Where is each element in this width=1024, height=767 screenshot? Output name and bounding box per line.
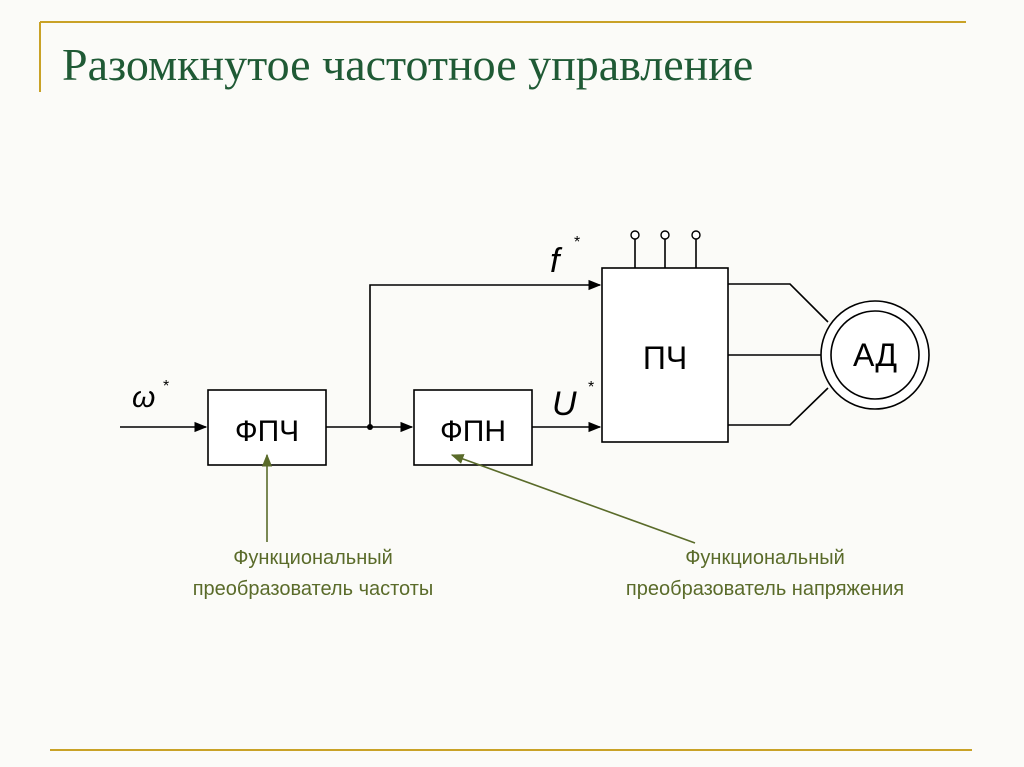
fpch-annotation-line2: преобразователь частоты	[193, 578, 434, 600]
fpn-block	[413, 389, 533, 466]
voltage-superscript: *	[588, 379, 594, 396]
fpn-annotation-line2: преобразователь напряжения	[626, 578, 904, 600]
input-symbol: ω	[132, 381, 155, 414]
fpn-label: ФПН	[440, 415, 506, 448]
input-superscript: *	[163, 378, 169, 395]
fpch-label: ФПЧ	[235, 415, 299, 448]
ad-label: АД	[853, 337, 897, 373]
fpch-annotation-line1: Функциональный	[233, 547, 393, 569]
supply-terminals	[630, 230, 701, 268]
motor-phase-lines	[728, 283, 829, 426]
pch-block	[601, 267, 729, 443]
fpn-annotation-line1: Функциональный	[685, 547, 845, 569]
pch-label: ПЧ	[643, 340, 687, 376]
frequency-superscript: *	[574, 234, 580, 251]
frequency-symbol: f	[550, 242, 563, 280]
slide-title: Разомкнутое частотное управление	[62, 39, 754, 90]
fpn-annotation-arrow	[450, 454, 696, 544]
motor-inner-circle	[830, 310, 920, 400]
voltage-symbol: U	[552, 385, 577, 423]
frequency-arrow	[369, 279, 602, 427]
